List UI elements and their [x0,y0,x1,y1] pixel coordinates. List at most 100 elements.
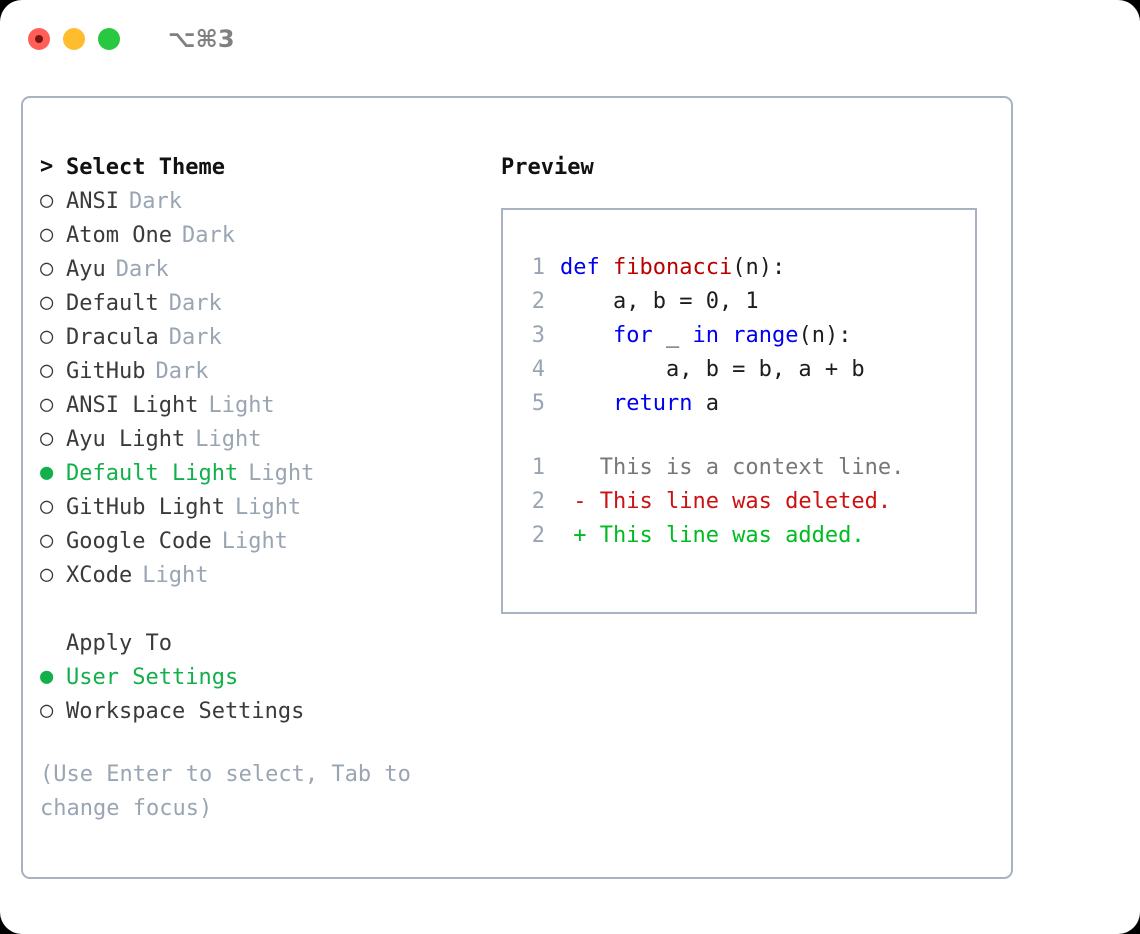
line-number: 2 [531,488,545,514]
theme-item-label: GitHub Light [66,494,225,520]
apply-to-list: ● User Settings ○ Workspace Settings [40,660,490,728]
token-kw: def [560,254,613,280]
apply-to-title: Apply To [66,630,172,656]
token-plain [560,323,613,348]
line-number: 2 [531,288,545,314]
code-line: 4 a, b = b, a + b [511,352,975,386]
minimize-button[interactable] [63,28,85,50]
radio-unselected-icon: ○ [40,698,54,723]
theme-item-category: Light [221,528,288,554]
theme-item[interactable]: ● Default Light Light [40,456,490,490]
theme-item-category: Light [142,562,209,588]
theme-item-category: Dark [128,188,182,214]
code-line: 1 def fibonacci(n): [511,250,975,284]
token-plain: _ [652,322,693,348]
radio-unselected-icon: ○ [40,324,54,349]
theme-item-label: Google Code [66,528,212,554]
line-number: 5 [531,390,545,416]
diff-line: 2 - This line was deleted. [511,484,975,518]
diff-line: 1 This is a context line. [511,450,975,484]
line-number: 2 [531,522,545,548]
keyboard-hint-text: (Use Enter to select, Tab to change focu… [40,762,425,821]
radio-unselected-icon: ○ [40,290,54,315]
token-context: This is a context line. [560,454,905,480]
code-line: 3 for _ in range(n): [511,318,975,352]
code-text: a, b = b, a + b [560,357,865,382]
theme-item-label: XCode [66,562,133,588]
titlebar: ⌥⌘3 [0,0,1140,78]
code-line: 2 a, b = 0, 1 [511,284,975,318]
theme-item-category: Dark [168,290,222,316]
token-kw: return [612,390,693,416]
theme-item-category: Dark [168,324,222,350]
token-fn: fibonacci [612,254,733,280]
theme-item-label: Ayu [66,256,106,282]
radio-selected-icon: ● [40,460,54,485]
theme-item-label: Ayu Light [66,426,186,452]
maximize-button[interactable] [98,28,120,50]
theme-item[interactable]: ○ ANSI Dark [40,184,490,218]
token-plain [719,323,732,348]
line-number: 1 [531,254,545,280]
token-kw: range [732,322,799,348]
radio-unselected-icon: ○ [40,562,54,587]
theme-item[interactable]: ○ XCode Light [40,558,490,592]
radio-unselected-icon: ○ [40,188,54,213]
code-line: 5 return a [511,386,975,420]
token-plain: (n): [798,322,852,348]
radio-unselected-icon: ○ [40,494,54,519]
apply-to-item-label: Workspace Settings [66,698,305,724]
token-plain: (n): [732,254,786,280]
theme-item-label: Default Light [66,460,239,486]
diff-line: 2 + This line was added. [511,518,975,552]
radio-unselected-icon: ○ [40,358,54,383]
code-text: + This line was added. [560,522,865,548]
line-number: 4 [531,356,545,382]
code-text: This is a context line. [560,454,905,480]
radio-unselected-icon: ○ [40,256,54,281]
keyboard-shortcut-label: ⌥⌘3 [168,25,235,53]
preview-title: Preview [501,154,594,180]
code-text: - This line was deleted. [560,489,891,514]
code-text: a, b = 0, 1 [560,289,759,314]
apply-to-item-label: User Settings [66,664,239,690]
close-button[interactable] [28,28,50,50]
apply-to-header: ○ Apply To [40,626,490,660]
code-text: def fibonacci(n): [560,255,785,280]
apply-to-item[interactable]: ● User Settings [40,660,490,694]
diff-sample: 1 This is a context line.2 - This line w… [511,450,975,552]
radio-selected-icon: ● [40,664,54,689]
apply-to-marker-spacer: ○ [40,632,66,654]
token-add: + This line was added. [560,522,865,548]
radio-unselected-icon: ○ [40,222,54,247]
theme-item-category: Light [195,426,262,452]
preview-gap [511,420,975,450]
list-spacer [40,592,490,626]
theme-item-category: Dark [181,222,235,248]
theme-item-label: GitHub [66,358,146,384]
theme-item-category: Light [248,460,315,486]
token-kw: for [612,322,653,348]
window-controls [28,28,120,50]
theme-item-label: ANSI Light [66,392,199,418]
apply-to-item[interactable]: ○ Workspace Settings [40,694,490,728]
code-text: for _ in range(n): [560,323,851,348]
theme-item-label: ANSI [66,188,119,214]
token-plain: a [692,390,719,416]
radio-unselected-icon: ○ [40,392,54,417]
